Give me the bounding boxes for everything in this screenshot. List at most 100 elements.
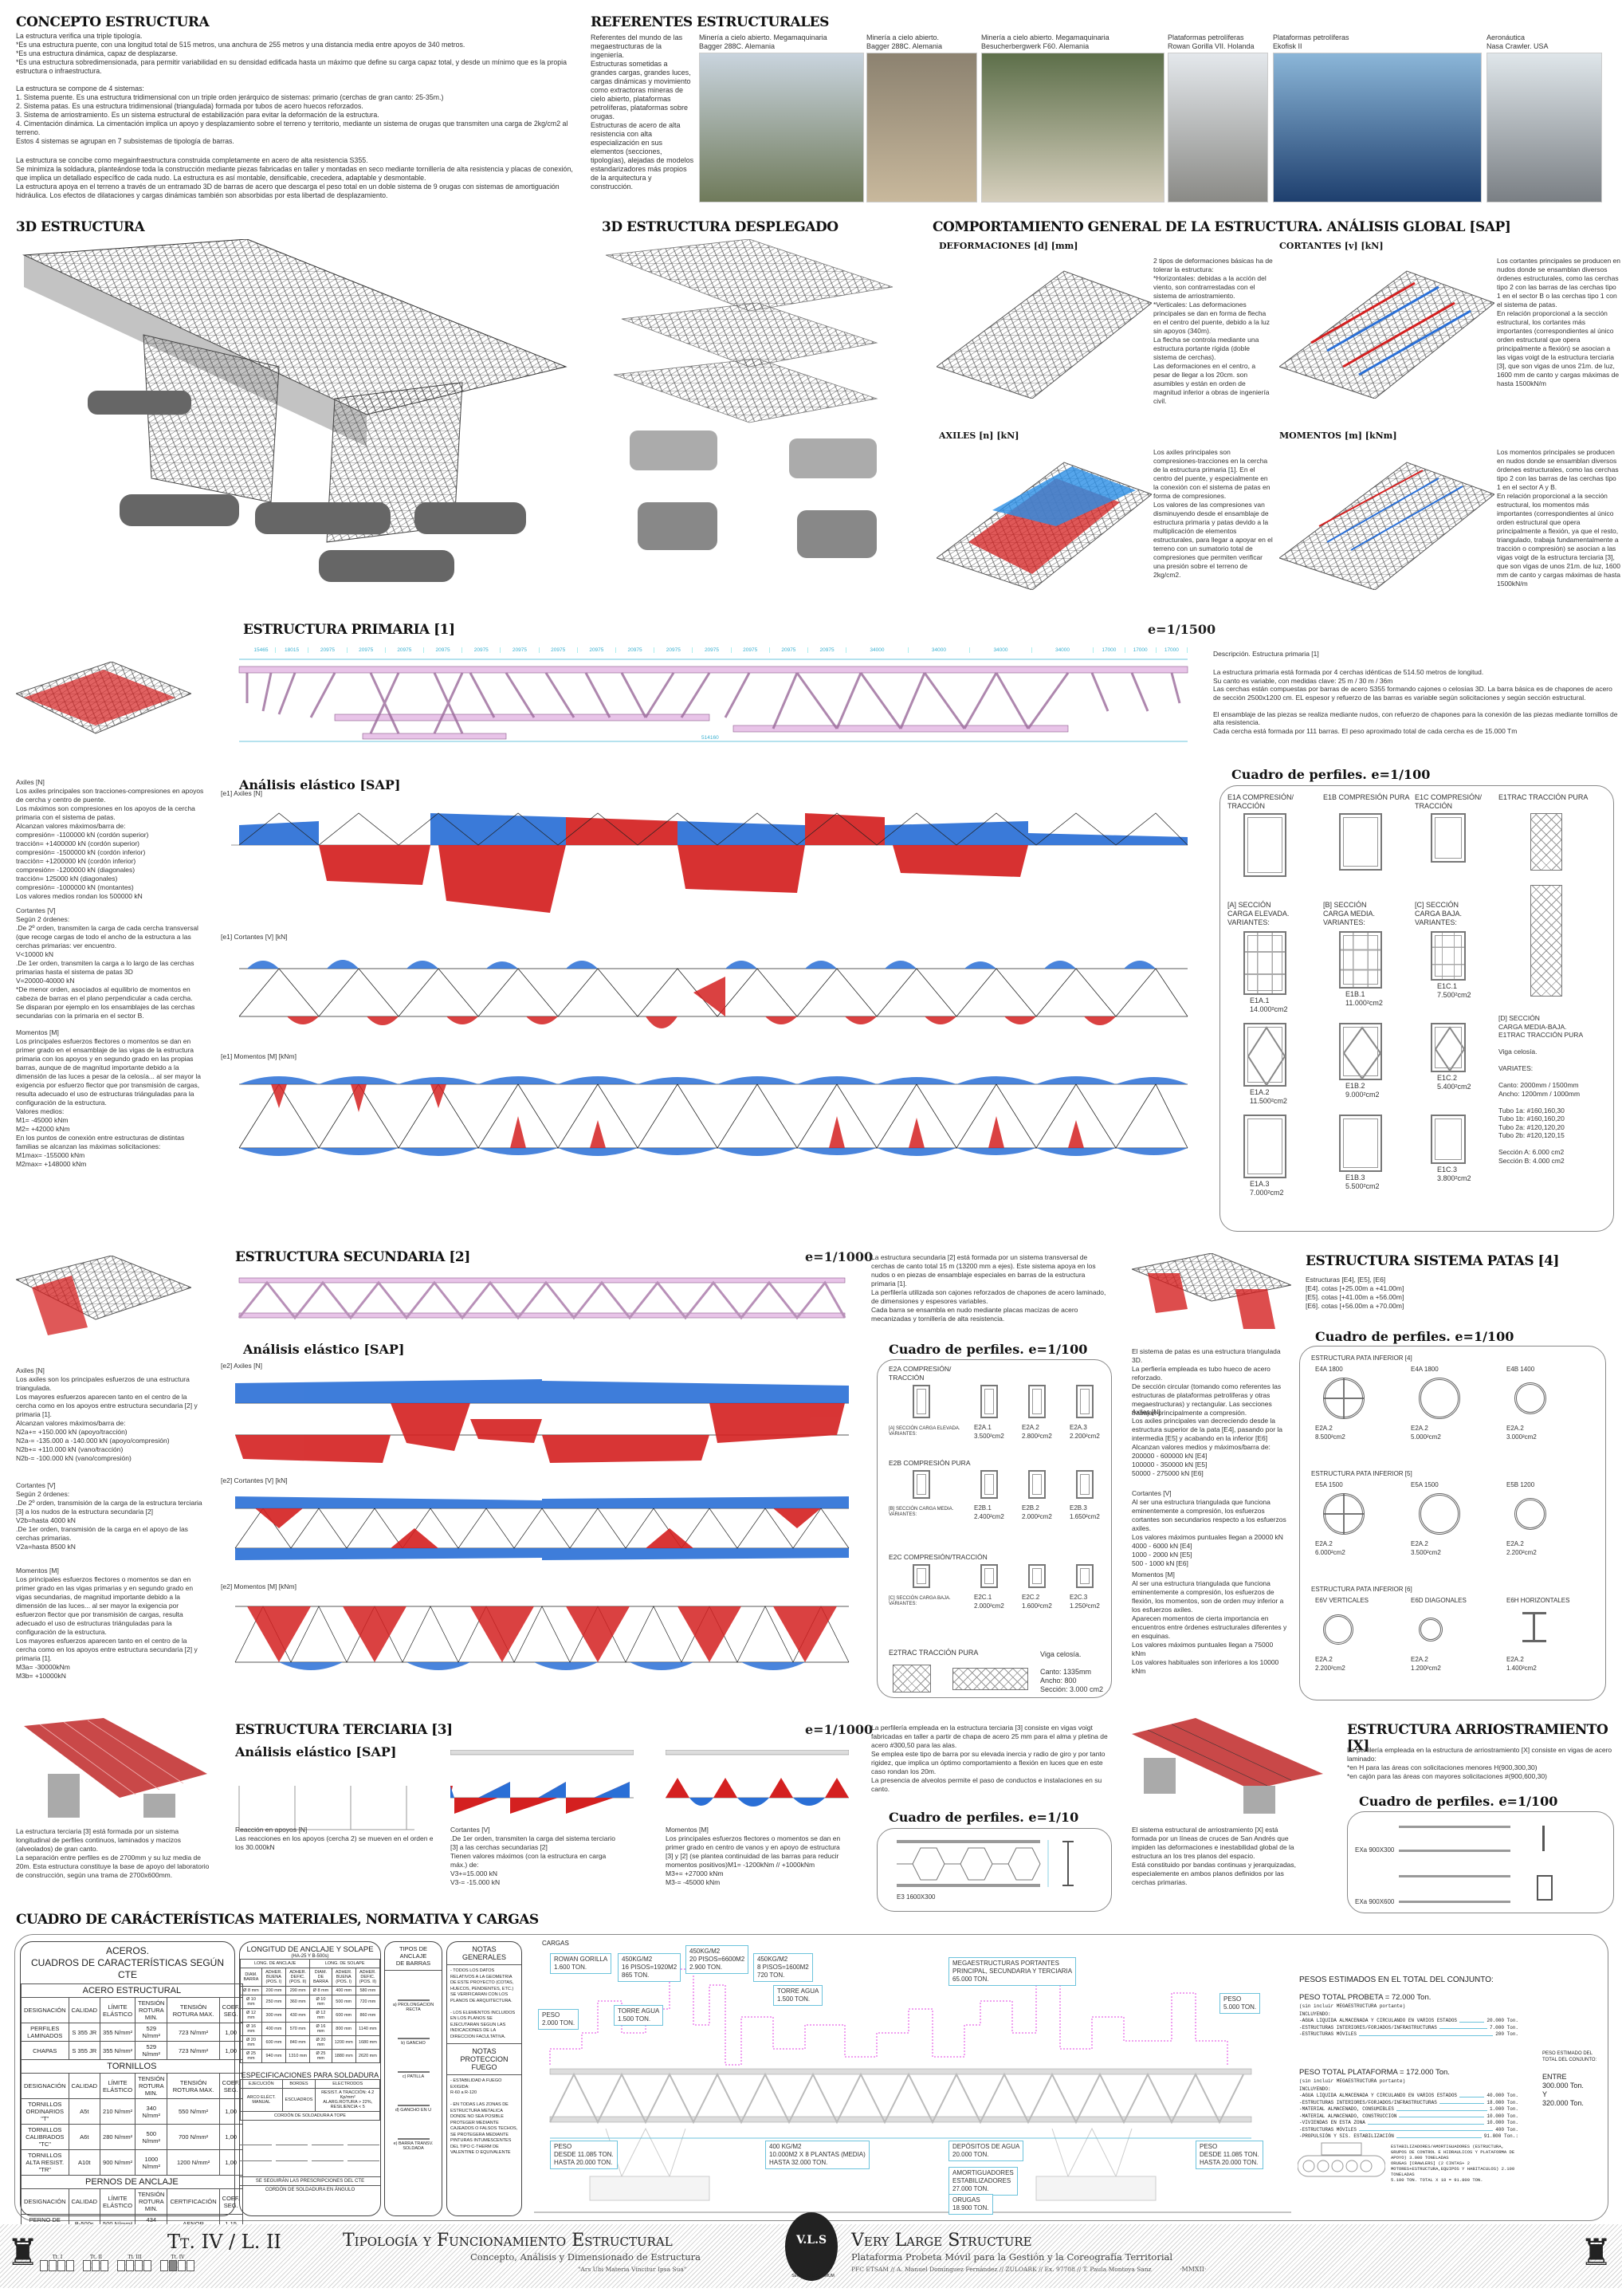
table-cell: 1200 mm: [331, 2035, 356, 2050]
table-cell: 500 mm: [331, 1995, 356, 2009]
primaria-momentos-text: Momentos [M] Los principales esfuerzos f…: [16, 1028, 201, 1168]
total-weight: ENTRE 300.000 Ton. Y 320.000 Ton.: [1542, 2073, 1584, 2107]
fuego-title: NOTAS PROTECCION FUEGO: [447, 2043, 521, 2075]
reference-photo-caption: Plataformas petrolíferas Rowan Gorilla V…: [1168, 33, 1255, 50]
patas-axiles: Axiles [N] Los axiles principales van de…: [1132, 1408, 1283, 1477]
anclaje-group: LONG. DE ANCLAJE: [239, 1959, 311, 1968]
cortantes-label: CORTANTES [v] [kN]: [1279, 241, 1384, 251]
weld-butt-diagrams: [240, 2121, 380, 2176]
perfil2-variant-area: E2C.1 2.000²cm2: [974, 1594, 1004, 1610]
table-header: TENSIÓN ROTURA MIN.: [135, 1997, 168, 2023]
table-header: CALIDAD: [68, 1997, 101, 2023]
arriostramiento-sistema: El sistema estructural de arriostramient…: [1132, 1826, 1297, 1886]
table-cell: 340 N/mm²: [135, 2098, 168, 2125]
weight-item: -VIVIENDAS EN ESTA ZONA: [1299, 2120, 1365, 2125]
shear-diagram: [1278, 255, 1496, 399]
h-section-drawing: [1522, 1612, 1546, 1642]
axiles-label: AXILES [n] [kN]: [939, 431, 1019, 441]
table-header: ADHER. DEFIC. (POS. II): [355, 1968, 381, 1987]
table-cell: 2620 mm: [355, 2049, 381, 2063]
perfil-variant-area: E1C.2 5.400²cm2: [1437, 1074, 1471, 1091]
perfil-variant-label: [C] SECCIÓN CARGA BAJA. VARIANTES:: [1415, 901, 1463, 926]
reference-photo: [1273, 53, 1482, 202]
weight-value: 20.000 Ton.: [1487, 2018, 1518, 2023]
tertiary-shear-diagram: [450, 1749, 634, 1830]
patas-profile-name: E4A 1800: [1411, 1366, 1439, 1373]
circular-tube-section: [1514, 1382, 1546, 1414]
project-subtitle: Plataforma Probeta Móvil para la Gestión…: [851, 2251, 1173, 2263]
e1trac-lattice-drawing: [1530, 885, 1562, 997]
perfil-header: E1B COMPRESIÓN PURA: [1323, 793, 1410, 801]
terciaria-cortantes: Cortantes [V] .De 1er orden, transmiten …: [450, 1826, 615, 1886]
perfil2-variant-area: E2A.2 2.800²cm2: [1022, 1424, 1052, 1440]
perfil2-variant-area: E2A.1 3.500²cm2: [974, 1424, 1004, 1440]
table-cell: 360 mm: [285, 1995, 311, 2009]
span-dimension: 20975: [462, 647, 501, 653]
table-header: TENSIÓN ROTURA MIN.: [135, 2188, 168, 2215]
perfil2-variant-section: [1076, 1564, 1094, 1588]
terciaria-scale: e=1/1000: [805, 1722, 874, 1737]
table-cell: 700 N/mm²: [167, 2124, 220, 2150]
sheet-indicator: [57, 2260, 65, 2271]
terciaria-perfiles-box: [877, 1828, 1112, 1912]
reference-photo: [1168, 53, 1268, 202]
primaria-title: ESTRUCTURA PRIMARIA [1]: [243, 622, 455, 638]
table-header: ADHER. BUENA (POS. I): [261, 1968, 287, 1987]
arriostramiento-location-thumbnail: [1132, 1718, 1323, 1814]
series-squares: [117, 2260, 152, 2275]
anchor-type-label: b) GANCHO: [401, 2041, 426, 2046]
arriostramiento-text: La perfilería empleada en la estructura …: [1347, 1746, 1612, 1780]
table-cell: 600 mm: [331, 2008, 356, 2023]
aceros-title: ACEROS. CUADROS DE CARACTERÍSTICAS SEGÚN…: [30, 1945, 225, 1980]
sheet-indicator: [178, 2260, 186, 2271]
terciaria-perfileria: La perfilería empleada en la estructura …: [871, 1724, 1108, 1793]
table-cell: 1,00: [218, 2149, 243, 2176]
desplegado-title: 3D ESTRUCTURA DESPLEGADO: [602, 219, 838, 235]
table-header: CERTIFICACIÓN: [167, 2188, 220, 2215]
table-cell: S 355 JR: [68, 2023, 101, 2042]
logo-letters: V.L.S: [795, 2234, 827, 2247]
perfil-variant-section: [1243, 1023, 1286, 1087]
fuego-text: - ESTABILIDAD A FUEGO EXIGIDA: R-60 a R-…: [450, 2078, 518, 2155]
table-cell: 400 mm: [261, 2022, 287, 2036]
table-cell: Ø 16 mm: [309, 2022, 332, 2036]
series-squares: [40, 2260, 75, 2275]
terciaria-perfiles-title: Cuadro de perfiles. e=1/10: [889, 1810, 1079, 1825]
secundaria-cortantes-text: Cortantes [V] Según 2 órdenes: .De 2º or…: [16, 1481, 202, 1551]
perfil2-variant-section: [1076, 1470, 1094, 1499]
patas-perfiles-box: [1299, 1346, 1606, 1700]
perfil-variant-label: [B] SECCIÓN CARGA MEDIA. VARIANTES:: [1323, 901, 1376, 926]
secundaria-momentos-text: Momentos [M] Los principales esfuerzos f…: [16, 1567, 198, 1680]
patas-profile-area: E2A.2 2.200²cm2: [1315, 1656, 1345, 1672]
sheet-indicator: [135, 2260, 143, 2271]
table-cell: 300 mm: [261, 2008, 287, 2023]
secundaria-scale: e=1/1000: [805, 1249, 874, 1264]
project-year: ·MMXII·: [1180, 2266, 1207, 2273]
table-cell: Ø 10 mm: [240, 1995, 262, 2009]
weight-value: 10.000 Ton.: [1487, 2120, 1518, 2125]
tope-heading: CORDÓN DE SOLDADURA A TOPE: [240, 2111, 380, 2121]
table-header: TENSIÓN ROTURA MAX.: [167, 2073, 220, 2099]
perfil2-variant-section: [980, 1564, 998, 1588]
perfil-variant-section: [1339, 931, 1382, 989]
span-dimension: 34000: [970, 647, 1032, 653]
table-cell: Ø 10 mm: [309, 1995, 332, 2009]
sheet-indicator: [49, 2260, 57, 2271]
table-cell: Ø 20 mm: [309, 2035, 332, 2050]
anclaje-subtitle: (HA-25 Y B-500s): [291, 1954, 329, 1959]
reference-photo-caption: Minería a cielo abierto. Megamaquinaria …: [981, 33, 1109, 50]
plataforma-incl: INCLUYENDO:: [1299, 2086, 1331, 2092]
arriostramiento-title: ESTRUCTURA ARRIOSTRAMIENTO [X]: [1347, 1722, 1608, 1754]
notas-text: - TODOS LOS DATOS RELATIVOS A LA GEOMETR…: [450, 1968, 516, 2039]
sheet-indicator: [143, 2260, 151, 2271]
sheet-number: Tt. IV / L. II: [167, 2231, 281, 2253]
table-cell: TORNILLOS ALTA RESIST. "TR": [21, 2149, 69, 2176]
table-cell: Ø 25 mm: [309, 2049, 332, 2063]
project-title: Very Large Structure: [851, 2231, 1032, 2251]
weight-value: 400 Ton.: [1495, 2126, 1518, 2133]
weight-value: 10.000 Ton.: [1487, 2113, 1518, 2119]
perfil-variant-area: E1C.1 7.500²cm2: [1437, 982, 1471, 999]
